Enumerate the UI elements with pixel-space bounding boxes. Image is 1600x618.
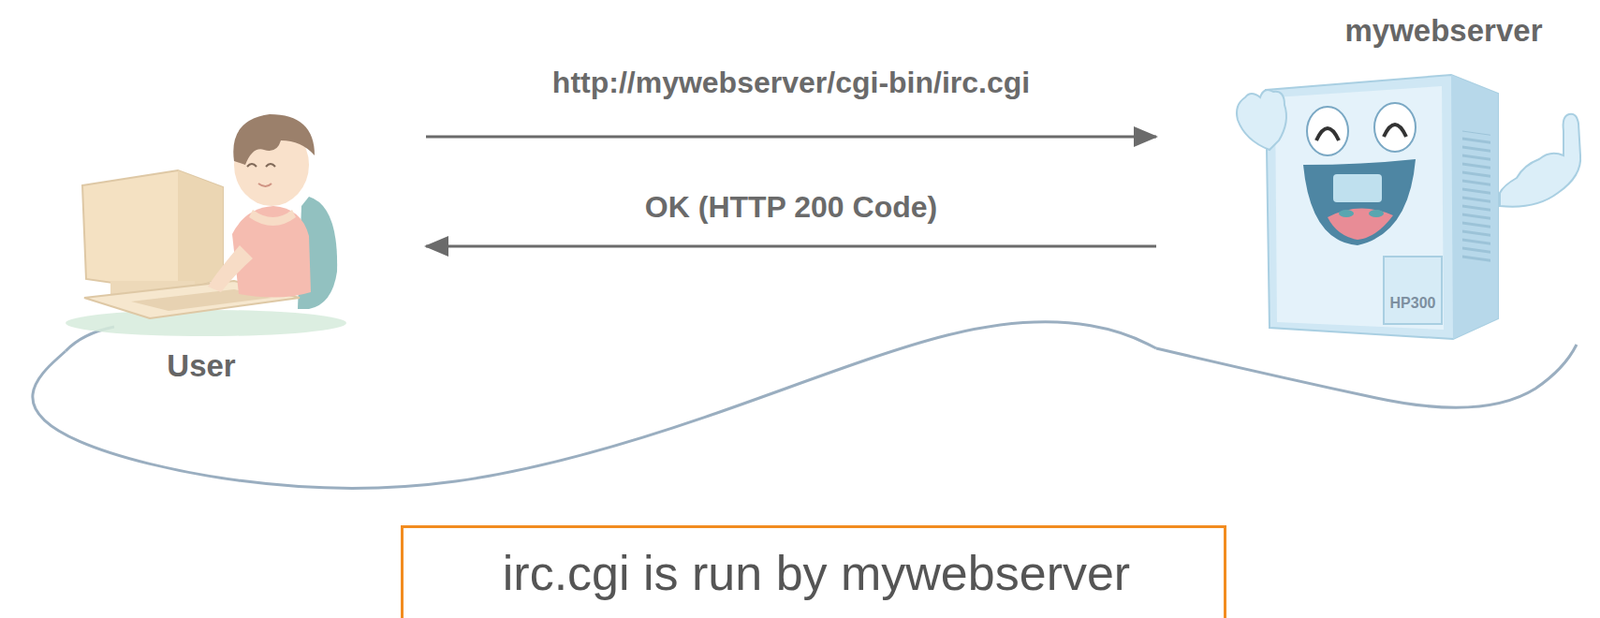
note-box: irc.cgi is run by mywebserver <box>400 525 1227 618</box>
web-server: mywebserver <box>1156 7 1597 429</box>
edge-label: http://mywebserver/cgi-bin/irc.cgi <box>548 65 1034 101</box>
node-label: irc.cgi is run by mywebserver <box>502 546 1131 601</box>
network-cable <box>32 322 1157 489</box>
node-label: User <box>166 348 235 384</box>
node-label: mywebserver <box>1345 13 1543 49</box>
user-figure <box>65 114 347 337</box>
edge-label: OK (HTTP 200 Code) <box>641 190 941 225</box>
cable-stub <box>1156 344 1577 408</box>
model-label: HP300 <box>1390 294 1437 312</box>
request-arrow <box>425 135 1157 139</box>
user-workstation: User <box>65 112 426 384</box>
response-arrow <box>425 245 1157 249</box>
server-figure <box>1236 74 1581 339</box>
